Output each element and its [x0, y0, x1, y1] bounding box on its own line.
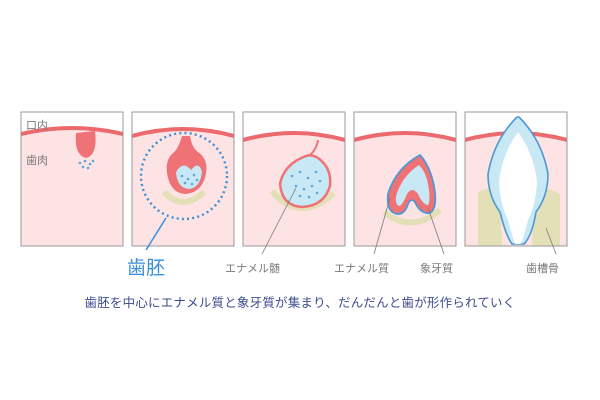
- tooth-dentin-core: [499, 132, 537, 244]
- highlight-circle: [139, 131, 229, 221]
- stage-panel-2: [132, 112, 234, 246]
- stage-panel-1: [21, 112, 123, 246]
- dental-follicle: [382, 207, 442, 226]
- alveolar-bone-pointer: [545, 227, 557, 255]
- cell-dots: [180, 173, 199, 186]
- stage-panel-3: [243, 112, 345, 246]
- enamel-organ-core: [176, 165, 202, 189]
- alveolar-bone-label: 歯槽骨: [526, 262, 559, 275]
- gum-label: 歯肉: [26, 154, 48, 167]
- tooth-germ-pointer: [145, 217, 167, 251]
- cell-dots: [290, 170, 322, 199]
- enamel-pointer: [373, 197, 391, 255]
- diagram-caption: 歯胚を中心にエナメル質と象牙質が集まり、だんだんと歯が形作られていく: [84, 295, 516, 310]
- papilla-ring: [161, 189, 207, 205]
- stage-panel-5: [465, 112, 567, 246]
- enamel-layer: [395, 165, 430, 206]
- tooth-germ-label: 歯胚: [127, 257, 165, 279]
- enamel-label: エナメル質: [334, 261, 389, 275]
- cell-dots: [78, 159, 95, 170]
- enamel-organ-pointer: [261, 187, 297, 255]
- stage-panel-4: [354, 112, 456, 246]
- mouth-label: 口内: [26, 118, 48, 132]
- dentin-pointer: [427, 207, 445, 255]
- enamel-organ-label: エナメル髄: [225, 261, 280, 275]
- dentin-label: 象牙質: [420, 261, 453, 275]
- tissue-bud: [75, 131, 96, 158]
